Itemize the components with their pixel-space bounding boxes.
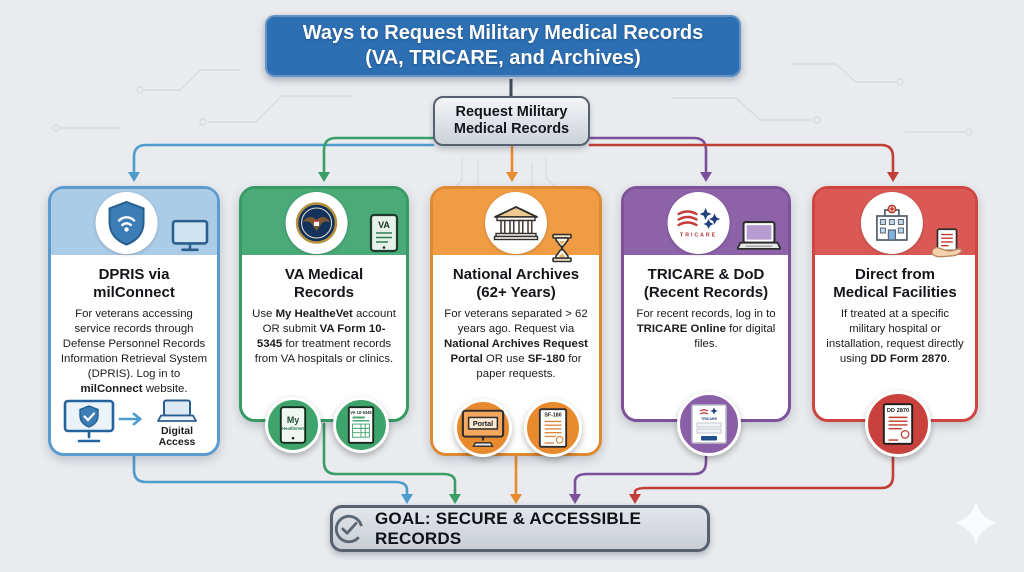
tricare-login-icon: TRICARE xyxy=(677,392,741,456)
card-1-footer: Digital Access xyxy=(51,399,217,448)
card-2-body: Use My HealtheVet account OR submit VA F… xyxy=(252,308,396,365)
card-4-body: For recent records, log in to TRICARE On… xyxy=(636,308,776,351)
svg-text:TRICARE: TRICARE xyxy=(680,233,717,239)
portal-icon: Portal xyxy=(454,399,512,457)
goal-label: GOAL: SECURE & ACCESSIBLE RECORDS xyxy=(375,508,642,548)
arrow-to-card-2 xyxy=(322,136,435,173)
root-node-label: Request Military Medical Records xyxy=(453,103,570,137)
my-healthevet-icon: My HealtheVet xyxy=(265,397,321,453)
title-line-2: (VA, TRICARE, and Archives) xyxy=(365,47,641,69)
root-node: Request Military Medical Records xyxy=(433,96,590,146)
arrow-right-icon xyxy=(118,411,146,427)
arrow-to-card-5 xyxy=(588,143,895,173)
arrow-card-4-to-goal xyxy=(573,450,708,496)
svg-text:TRICARE: TRICARE xyxy=(701,417,718,421)
tablet-va-icon: VA xyxy=(369,213,399,253)
card-1-header xyxy=(51,189,217,255)
svg-text:Portal: Portal xyxy=(473,420,493,428)
card-dpris-milconnect: DPRIS via milConnect For veterans access… xyxy=(48,186,220,456)
card-3-title: National Archives (62+ Years) xyxy=(452,266,580,301)
monitor-shield-icon xyxy=(63,399,115,445)
card-5-body: If treated at a specific military hospit… xyxy=(826,308,964,365)
svg-text:DD 2870: DD 2870 xyxy=(887,408,909,414)
tricare-logo: TRICARE xyxy=(667,192,730,254)
card-direct-medical-facilities: Direct from Medical Facilities If treate… xyxy=(812,186,978,457)
arrow-card-5-to-goal xyxy=(633,451,895,496)
svg-text:HealtheVet: HealtheVet xyxy=(282,426,305,431)
card-1-body: For veterans accessing service records t… xyxy=(60,308,208,395)
card-5-title: Direct from Medical Facilities xyxy=(833,266,957,301)
va-form-10-5345-icon: VA 10-5345 xyxy=(333,397,389,453)
goal-box: GOAL: SECURE & ACCESSIBLE RECORDS xyxy=(330,505,710,552)
svg-text:VA 10-5345: VA 10-5345 xyxy=(350,410,372,415)
card-1-title: DPRIS via milConnect xyxy=(93,266,175,301)
arrow-to-card-4 xyxy=(588,136,708,173)
card-3-body: For veterans separated > 62 years ago. R… xyxy=(444,308,588,380)
card-4-header: TRICARE xyxy=(624,189,788,255)
digital-access-label: Digital Access xyxy=(158,424,196,448)
card-3-header xyxy=(433,189,599,263)
archives-building-icon xyxy=(485,192,547,254)
card-2-header: VA xyxy=(242,189,406,255)
shield-wifi-icon xyxy=(95,192,158,254)
arrow-card-2-to-goal xyxy=(322,422,457,496)
title-line-1: Ways to Request Military Medical Records xyxy=(302,22,704,44)
hospital-icon xyxy=(860,192,923,254)
svg-text:VA: VA xyxy=(378,220,390,230)
arrow-to-card-1 xyxy=(132,143,435,173)
svg-text:SF-180: SF-180 xyxy=(544,413,561,419)
monitor-icon xyxy=(170,219,210,253)
card-2-title: VA Medical Records xyxy=(284,266,364,301)
card-national-archives: National Archives (62+ Years) For vetera… xyxy=(430,186,602,457)
sf-180-form-icon: SF-180 xyxy=(524,399,582,457)
card-4-title: TRICARE & DoD (Recent Records) xyxy=(643,266,769,301)
hourglass-icon xyxy=(551,233,573,263)
check-circle-icon xyxy=(333,513,365,545)
title-banner: Ways to Request Military Medical Records… xyxy=(265,15,741,77)
va-seal-icon xyxy=(285,192,348,254)
svg-text:My: My xyxy=(287,415,299,425)
dd-2870-form-icon: DD 2870 xyxy=(865,391,931,457)
card-5-header xyxy=(815,189,975,258)
card-va-medical-records: VA VA Medical Records Use My HealtheVet … xyxy=(239,186,409,453)
laptop-icon xyxy=(737,220,781,253)
laptop-icon xyxy=(157,399,197,425)
hand-document-icon xyxy=(929,227,965,259)
sparkle-icon xyxy=(955,500,997,546)
card-tricare-dod: TRICARE TRICARE & DoD (Recent Records) F… xyxy=(621,186,791,456)
arrow-card-1-to-goal xyxy=(132,454,409,496)
